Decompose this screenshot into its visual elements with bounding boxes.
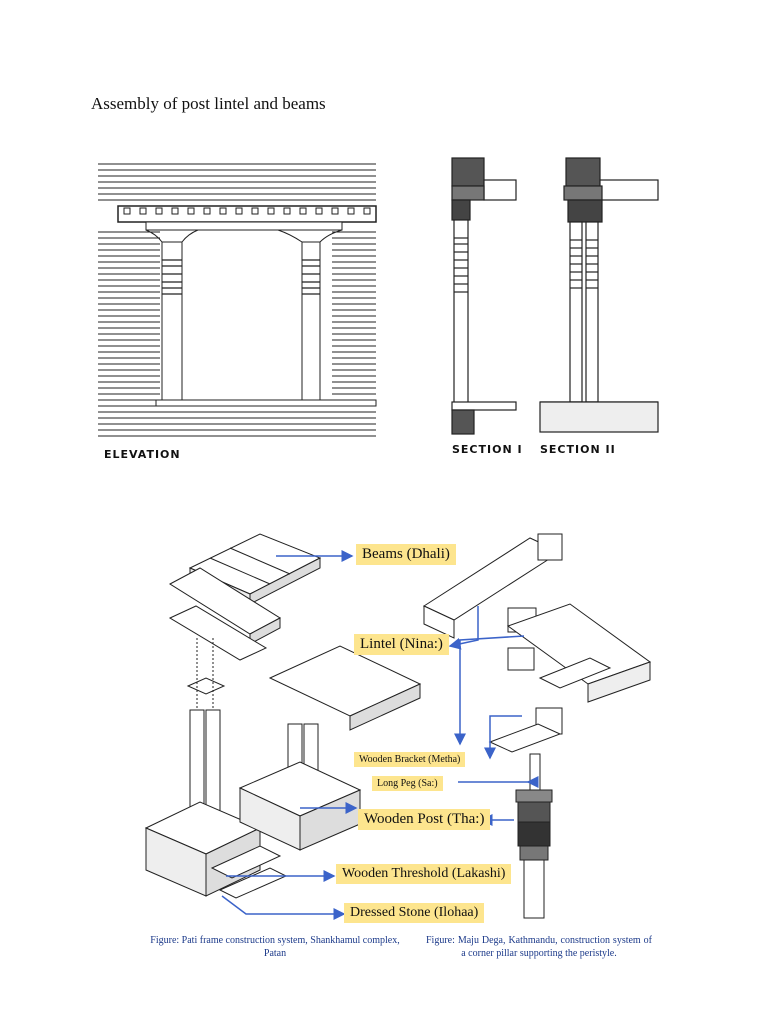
callout-beams: Beams (Dhali) bbox=[356, 544, 456, 565]
arrow-bracket-a bbox=[454, 635, 525, 746]
elevation-label: ELEVATION bbox=[104, 448, 181, 461]
callout-bracket: Wooden Bracket (Metha) bbox=[354, 752, 466, 767]
arrow-stone bbox=[221, 895, 346, 920]
callout-peg: Long Peg (Sa:) bbox=[372, 776, 443, 791]
section-2-label: SECTION II bbox=[540, 443, 616, 456]
callout-post: Wooden Post (Tha:) bbox=[358, 809, 491, 830]
callout-threshold: Wooden Threshold (Lakashi) bbox=[336, 864, 512, 884]
pati-assembly-drawing bbox=[144, 533, 422, 899]
callout-stone: Dressed Stone (Ilohaa) bbox=[344, 903, 485, 923]
figure-caption-right: Figure: Maju Dega, Kathmandu, constructi… bbox=[426, 935, 652, 959]
corner-pillar-drawing bbox=[422, 533, 652, 919]
pillar-shaft bbox=[523, 859, 545, 919]
carved-pillar bbox=[515, 789, 553, 919]
bracket-piece bbox=[488, 723, 562, 753]
page-title: Assembly of post lintel and beams bbox=[91, 94, 326, 113]
section-2-drawing bbox=[539, 157, 659, 433]
arrow-bracket-b bbox=[484, 715, 522, 760]
section-1-label: SECTION I bbox=[452, 443, 523, 456]
callout-lintel: Lintel (Nina:) bbox=[354, 634, 449, 655]
wall-hatching bbox=[98, 163, 376, 437]
figure-caption-left: Figure: Pati frame construction system, … bbox=[150, 935, 400, 959]
section-1-drawing bbox=[451, 157, 517, 435]
elevation-drawing bbox=[98, 163, 377, 437]
